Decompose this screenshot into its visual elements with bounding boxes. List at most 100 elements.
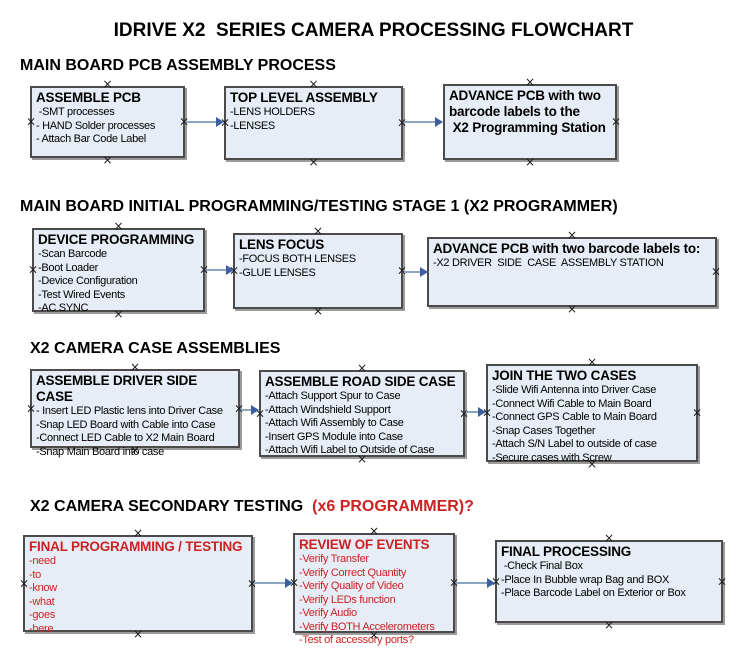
flow-box-final-processing[interactable]: FINAL PROCESSING -Check Final Box-Place … bbox=[495, 540, 723, 623]
box-line: -Verify LEDs function bbox=[299, 593, 396, 606]
box-title: ASSEMBLE PCB bbox=[36, 90, 141, 105]
arrow-head-icon bbox=[487, 578, 495, 588]
flow-arrow[interactable] bbox=[404, 117, 443, 127]
connector-handle bbox=[525, 158, 535, 166]
box-lines: -Check Final Box-Place In Bubble wrap Ba… bbox=[501, 560, 717, 601]
flow-box-review-of-events[interactable]: REVIEW OF EVENTS -Verify Transfer-Verify… bbox=[293, 533, 455, 646]
flow-box-top-level-assembly[interactable]: TOP LEVEL ASSEMBLY -LENS HOLDERS-LENSES bbox=[224, 86, 403, 160]
box-lines: -need-to-know-what-goes-here bbox=[29, 555, 247, 636]
page-title: IDRIVE X2 SERIES CAMERA PROCESSING FLOWC… bbox=[113, 20, 634, 41]
box-line: -Check Final Box bbox=[501, 560, 583, 572]
box-lines: -FOCUS BOTH LENSES-GLUE LENSES bbox=[239, 253, 397, 280]
box-lines: -X2 DRIVER SIDE CASE ASSEMBLY STATION bbox=[433, 257, 711, 271]
box-line: -LENSES bbox=[230, 119, 275, 132]
section-heading-text: MAIN BOARD PCB ASSEMBLY PROCESS bbox=[20, 57, 336, 74]
box-line: -to bbox=[29, 568, 41, 581]
box-line: -Verify Correct Quantity bbox=[299, 566, 407, 579]
connector-handle bbox=[133, 630, 143, 638]
box-line: -LENS HOLDERS bbox=[230, 106, 315, 118]
box-title: DEVICE PROGRAMMING bbox=[38, 232, 195, 247]
arrow-line bbox=[466, 411, 480, 413]
connector-handle bbox=[525, 78, 535, 86]
connector-handle bbox=[369, 631, 379, 639]
box-title: REVIEW OF EVENTS bbox=[299, 537, 430, 552]
connector-handle bbox=[369, 527, 379, 535]
flow-box-lens-focus[interactable]: LENS FOCUS -FOCUS BOTH LENSES-GLUE LENSE… bbox=[233, 233, 403, 309]
box-line: -Verify Quality of Video bbox=[299, 580, 404, 592]
box-line: -Insert GPS Module into Case bbox=[265, 430, 403, 443]
flow-arrow[interactable] bbox=[186, 117, 224, 127]
connector-handle bbox=[611, 118, 621, 126]
arrow-line bbox=[404, 271, 422, 273]
section-heading-suffix: (x6 PROGRAMMER)? bbox=[307, 498, 474, 515]
box-line: -SMT processes bbox=[36, 106, 115, 118]
arrow-line bbox=[404, 121, 437, 123]
section-heading-pcb-assembly: MAIN BOARD PCB ASSEMBLY PROCESS bbox=[20, 57, 336, 75]
connector-handle bbox=[308, 80, 318, 88]
connector-handle bbox=[357, 364, 367, 372]
box-line: -Connect GPS Cable to Main Board bbox=[492, 411, 657, 423]
connector-handle bbox=[587, 358, 597, 366]
box-line: -FOCUS BOTH LENSES bbox=[239, 253, 356, 265]
flow-box-assemble-pcb[interactable]: ASSEMBLE PCB -SMT processes- HAND Solder… bbox=[30, 86, 185, 158]
arrow-line bbox=[254, 582, 287, 584]
connector-handle bbox=[567, 231, 577, 239]
box-lines: -Attach Support Spur to Case-Attach Wind… bbox=[265, 390, 459, 458]
connector-handle bbox=[587, 460, 597, 468]
box-line: -Device Configuration bbox=[38, 275, 138, 287]
connector-handle bbox=[102, 156, 112, 164]
box-line: -Verify Transfer bbox=[299, 553, 369, 565]
flow-arrow[interactable] bbox=[456, 578, 495, 588]
box-line: -Slide Wifi Antenna into Driver Case bbox=[492, 384, 657, 396]
box-line: -Attach Wifi Assembly to Case bbox=[265, 417, 404, 429]
box-line: -Snap Main Board into case bbox=[36, 445, 164, 458]
flow-box-advance-pcb-driver-side[interactable]: ADVANCE PCB with two barcode labels to: … bbox=[427, 237, 717, 307]
flow-arrow[interactable] bbox=[466, 407, 486, 417]
box-title: LENS FOCUS bbox=[239, 237, 325, 252]
flow-arrow[interactable] bbox=[241, 405, 259, 415]
box-line: -Connect Wifi Cable to Main Board bbox=[492, 397, 652, 410]
box-line: -Verify BOTH Accelerometers bbox=[299, 620, 435, 633]
box-line: -Place Barcode Label on Exterior or Box bbox=[501, 587, 686, 599]
flow-box-assemble-driver-side-case[interactable]: ASSEMBLE DRIVER SIDE CASE - Insert LED P… bbox=[30, 369, 240, 458]
box-line: -know bbox=[29, 582, 57, 594]
flow-box-assemble-road-side-case[interactable]: ASSEMBLE ROAD SIDE CASE -Attach Support … bbox=[259, 370, 465, 457]
box-line: - HAND Solder processes bbox=[36, 119, 156, 132]
box-line: -goes bbox=[29, 609, 56, 621]
flow-box-final-programming-testing[interactable]: FINAL PROGRAMMING / TESTING -need-to-kno… bbox=[23, 535, 253, 635]
section-heading-text: X2 CAMERA CASE ASSEMBLIES bbox=[30, 340, 281, 357]
connector-handle bbox=[130, 363, 140, 371]
box-lines: -Scan Barcode-Boot Loader-Device Configu… bbox=[38, 248, 199, 316]
box-title: ADVANCE PCB with two barcode labels to t… bbox=[449, 88, 606, 135]
flow-arrow[interactable] bbox=[254, 578, 293, 588]
box-line: -Verify Audio bbox=[299, 607, 357, 619]
section-heading-text: MAIN BOARD INITIAL PROGRAMMING/TESTING S… bbox=[20, 198, 618, 215]
flow-arrow[interactable] bbox=[206, 265, 234, 275]
flow-box-advance-pcb-programming-station[interactable]: ADVANCE PCB with two barcode labels to t… bbox=[443, 84, 617, 160]
box-line: -Test Wired Events bbox=[38, 288, 125, 301]
box-line: -GLUE LENSES bbox=[239, 266, 316, 279]
box-lines: -SMT processes- HAND Solder processes- A… bbox=[36, 106, 179, 147]
arrow-head-icon bbox=[216, 117, 224, 127]
connector-handle bbox=[567, 305, 577, 313]
connector-handle bbox=[28, 266, 38, 274]
box-line: -Place In Bubble wrap Bag and BOX bbox=[501, 573, 670, 586]
box-line: -X2 DRIVER SIDE CASE ASSEMBLY STATION bbox=[433, 257, 664, 269]
connector-handle bbox=[313, 227, 323, 235]
arrow-head-icon bbox=[420, 267, 428, 277]
connector-handle bbox=[19, 579, 29, 587]
flow-arrow[interactable] bbox=[404, 267, 428, 277]
box-title: FINAL PROCESSING bbox=[501, 544, 632, 559]
box-line: -Test of accessory ports? bbox=[299, 634, 414, 646]
box-line: -Attach Support Spur to Case bbox=[265, 390, 401, 402]
box-line: -here bbox=[29, 622, 54, 635]
connector-handle bbox=[26, 118, 36, 126]
box-lines: -Verify Transfer-Verify Correct Quantity… bbox=[299, 553, 449, 648]
arrow-head-icon bbox=[285, 578, 293, 588]
arrow-line bbox=[241, 409, 253, 411]
flow-box-join-two-cases[interactable]: JOIN THE TWO CASES -Slide Wifi Antenna i… bbox=[486, 364, 698, 464]
arrow-head-icon bbox=[251, 405, 259, 415]
connector-handle bbox=[711, 268, 721, 276]
flow-box-device-programming[interactable]: DEVICE PROGRAMMING -Scan Barcode-Boot Lo… bbox=[32, 228, 205, 314]
